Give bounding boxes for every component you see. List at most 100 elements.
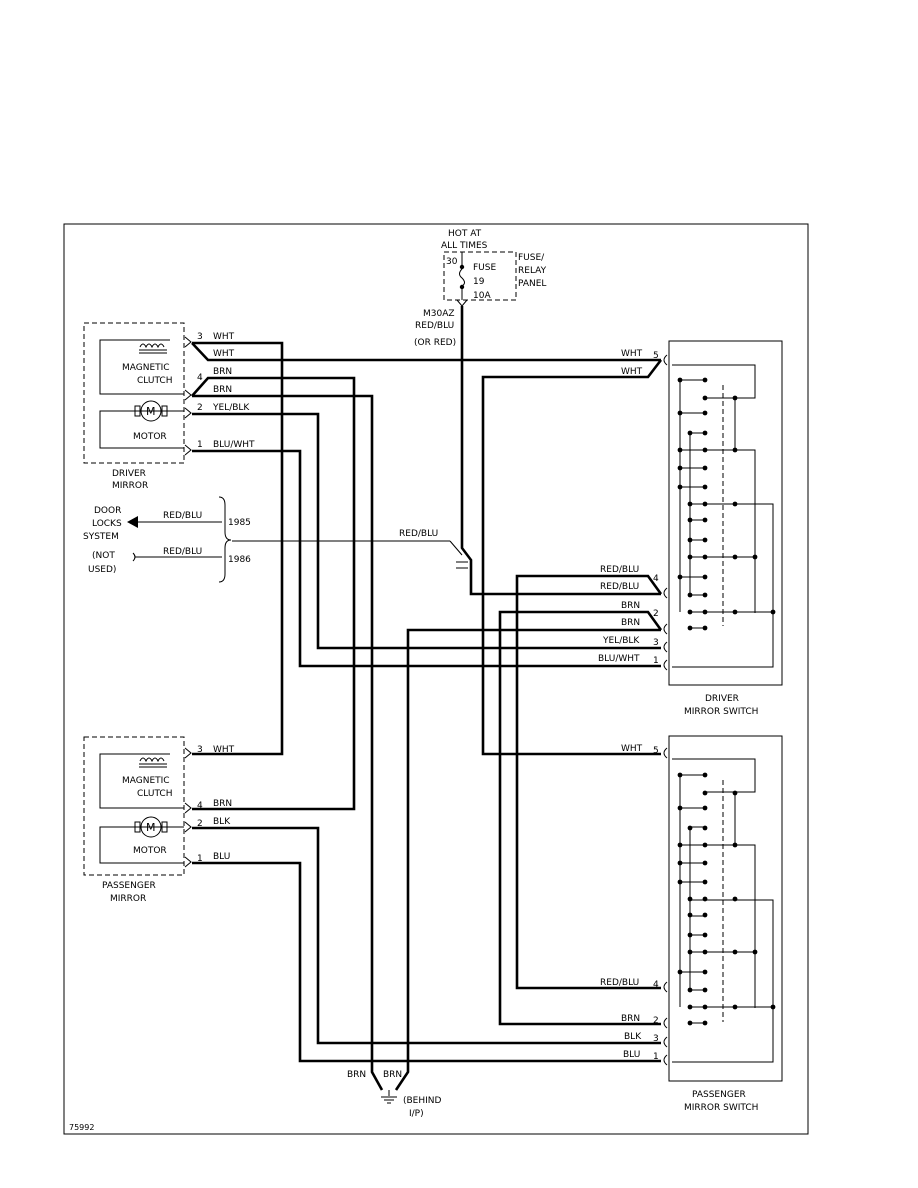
fuse-wire-label: RED/BLU [415, 321, 454, 331]
wire-red-blu-feed [460, 306, 661, 596]
switch-contact-dot [732, 1004, 738, 1010]
passenger-clutch-coil-icon [139, 757, 165, 763]
switch-contact-dot [677, 772, 683, 778]
switch-contact-dot [687, 501, 693, 507]
switch-contact-dot [687, 1020, 693, 1026]
driver-mirror-pin: 4 [197, 373, 203, 383]
driver-switch-contacts [679, 379, 705, 629]
ground-location-label-1: (BEHIND [403, 1096, 442, 1106]
driver-mirror-title-2: MIRROR [112, 481, 148, 491]
switch-contact-dot [770, 1004, 776, 1010]
passenger-mirror-wire-label: BLU [213, 852, 230, 862]
fuse-panel-label-2: RELAY [518, 266, 547, 276]
switch-contact-dot [702, 537, 708, 543]
passenger-mirror-outline [83, 736, 185, 876]
driver-switch-title-1: DRIVER [705, 694, 739, 704]
switch-contact-dot [702, 825, 708, 831]
switch-contact-dot [687, 825, 693, 831]
fuse-wire-alt-label: (OR RED) [414, 338, 456, 348]
switch-contact-dot [702, 410, 708, 416]
door-locks-label-2: LOCKS [92, 519, 122, 529]
wire-yel-blk [192, 412, 661, 650]
switch-contact-dot [702, 465, 708, 471]
passenger-switch-internal [672, 758, 774, 1063]
switch-contact-dot [687, 554, 693, 560]
driver-switch-wire-label: BLU/WHT [598, 654, 640, 664]
driver-switch-pin: 3 [653, 638, 659, 648]
passenger-mirror-pin: 3 [197, 745, 203, 755]
driver-switch-pin: 5 [653, 351, 659, 361]
switch-contact-dot [677, 465, 683, 471]
switch-contact-dot [732, 554, 738, 560]
driver-switch-wire-label: BRN [621, 601, 640, 611]
driver-switch-pin: 4 [653, 574, 659, 584]
driver-mirror: MAGNETIC CLUTCH M MOTOR DRIVER MIRROR 3 … [83, 322, 255, 491]
switch-contact-dot [702, 625, 708, 631]
passenger-switch-wire-label: BLK [624, 1032, 642, 1042]
passenger-switch-pin: 5 [653, 746, 659, 756]
switch-contact-dot [687, 609, 693, 615]
driver-mirror-title-1: DRIVER [112, 469, 146, 479]
switch-contact-dot [702, 969, 708, 975]
switch-contact-dot [677, 842, 683, 848]
passenger-switch-wire-label: BLU [623, 1050, 640, 1060]
fuse-hot-label: HOT AT [448, 229, 482, 239]
ground-location-label-2: I/P) [409, 1109, 424, 1119]
wire-wht-passenger5 [481, 359, 663, 756]
switch-contact-dot [702, 1004, 708, 1010]
driver-switch-wire-label: BRN [621, 618, 640, 628]
passenger-mirror-switch: PASSENGER MIRROR SWITCH WHT 5 RED/BLU 4 … [600, 735, 783, 1113]
switch-contact-dot [732, 842, 738, 848]
passenger-clutch-label-2: CLUTCH [137, 789, 172, 799]
figure-id: 75992 [69, 1123, 94, 1132]
driver-clutch-circuit [99, 339, 184, 395]
door-locks-label-5: USED) [88, 565, 116, 575]
passenger-switch-pin: 2 [653, 1016, 659, 1026]
driver-switch-wire-label: RED/BLU [600, 582, 639, 592]
passenger-switch-pin: 1 [653, 1052, 659, 1062]
switch-contact-dot [702, 447, 708, 453]
switch-contact-dot [702, 949, 708, 955]
driver-switch-title-2: MIRROR SWITCH [684, 707, 758, 717]
passenger-switch-title-2: MIRROR SWITCH [684, 1103, 758, 1113]
passenger-switch-pin: 3 [653, 1034, 659, 1044]
switch-contact-dot [687, 430, 693, 436]
switch-contact-dot [702, 879, 708, 885]
switch-contact-dot [677, 574, 683, 580]
driver-clutch-label-1: MAGNETIC [122, 363, 170, 373]
fuse-rating-label: 10A [473, 291, 491, 301]
switch-contact-dot [687, 987, 693, 993]
switch-contact-dot [687, 625, 693, 631]
switch-contact-dot [770, 609, 776, 615]
switch-contact-dot [702, 395, 708, 401]
driver-switch-wire-label: WHT [621, 349, 643, 359]
fuse-label: FUSE [473, 263, 496, 273]
switch-contact-dot [732, 609, 738, 615]
wire-blk [192, 826, 661, 1045]
fuse-contact-top [459, 264, 465, 270]
wire-brn-clutch [191, 376, 356, 811]
driver-motor-icon [140, 400, 162, 422]
driver-mirror-wire-label: WHT [213, 332, 235, 342]
wire-wht-clutch [192, 341, 284, 756]
driver-mirror-wire-label: WHT [213, 349, 235, 359]
driver-switch-wire-label: RED/BLU [600, 565, 639, 575]
fuse-element-icon [459, 268, 465, 287]
driver-mirror-wire-label: YEL/BLK [212, 403, 250, 413]
switch-contact-dot [752, 554, 758, 560]
switch-contact-dot [687, 912, 693, 918]
driver-clutch-label-2: CLUTCH [137, 376, 172, 386]
connector-symbols [184, 336, 668, 1066]
switch-contact-dot [732, 949, 738, 955]
passenger-motor-symbol: M [146, 821, 156, 834]
passenger-motor-circuit [99, 826, 184, 864]
wire-brn-driver-ground [394, 628, 661, 1091]
switch-contact-dot [702, 932, 708, 938]
switch-contact-dot [732, 790, 738, 796]
driver-mirror-pin: 2 [197, 403, 203, 413]
switch-contact-dot [702, 896, 708, 902]
switch-contact-dot [677, 410, 683, 416]
fuse-connector-icon [456, 299, 468, 307]
switch-contact-dot [702, 1020, 708, 1026]
